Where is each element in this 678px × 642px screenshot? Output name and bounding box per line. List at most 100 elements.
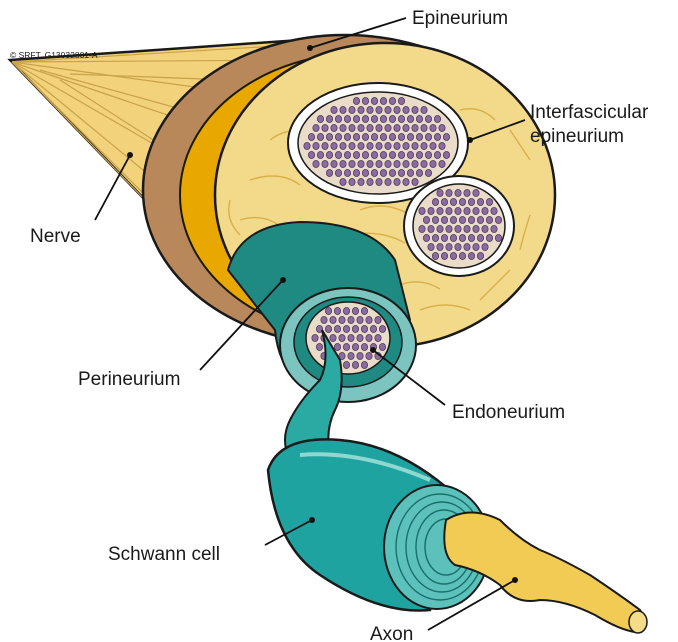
- nerve-fiber-dot: [334, 325, 340, 332]
- nerve-fiber-dot: [340, 160, 346, 167]
- nerve-fiber-dot: [367, 124, 373, 131]
- nerve-fiber-dot: [389, 115, 395, 122]
- nerve-fiber-dot: [473, 207, 479, 214]
- nerve-fiber-dot: [385, 106, 391, 113]
- nerve-fiber-dot: [389, 151, 395, 158]
- nerve-fiber-dot: [486, 234, 492, 241]
- nerve-fiber-dot: [326, 169, 332, 176]
- nerve-fiber-dot: [450, 252, 456, 259]
- nerve-fiber-dot: [325, 307, 331, 314]
- nerve-fiber-dot: [376, 160, 382, 167]
- nerve-fiber-dot: [477, 198, 483, 205]
- nerve-fiber-dot: [455, 243, 461, 250]
- nerve-fiber-dot: [371, 151, 377, 158]
- nerve-fiber-dot: [464, 243, 470, 250]
- nerve-fiber-dot: [353, 169, 359, 176]
- nerve-fiber-dot: [389, 169, 395, 176]
- nerve-fiber-dot: [398, 151, 404, 158]
- nerve-fiber-dot: [366, 316, 372, 323]
- nerve-fiber-dot: [473, 243, 479, 250]
- nerve-fiber-dot: [335, 151, 341, 158]
- nerve-fiber-dot: [376, 106, 382, 113]
- nerve-fiber-dot: [385, 178, 391, 185]
- nerve-fiber-dot: [357, 316, 363, 323]
- nerve-fiber-dot: [450, 234, 456, 241]
- nerve-fiber-dot: [339, 316, 345, 323]
- nerve-fiber-dot: [367, 106, 373, 113]
- nerve-fiber-dot: [335, 115, 341, 122]
- nerve-fiber-dot: [380, 133, 386, 140]
- nerve-fiber-dot: [468, 198, 474, 205]
- nerve-fiber-dot: [362, 133, 368, 140]
- nerve-fiber-dot: [331, 142, 337, 149]
- nerve-fiber-dot: [423, 216, 429, 223]
- nerve-fiber-dot: [441, 216, 447, 223]
- nerve-fiber-dot: [421, 142, 427, 149]
- nerve-fiber-dot: [322, 124, 328, 131]
- nerve-fiber-dot: [375, 316, 381, 323]
- nerve-fiber-dot: [477, 216, 483, 223]
- nerve-fiber-dot: [344, 151, 350, 158]
- nerve-fiber-dot: [313, 142, 319, 149]
- nerve-fiber-dot: [403, 124, 409, 131]
- label-interfascicular-line1: Interfascicular: [530, 102, 649, 123]
- nerve-fiber-dot: [361, 343, 367, 350]
- nerve-fiber-dot: [434, 115, 440, 122]
- nerve-fiber-dot: [375, 334, 381, 341]
- nerve-fiber-dot: [419, 225, 425, 232]
- nerve-fiber-dot: [385, 124, 391, 131]
- nerve-fiber-dot: [459, 234, 465, 241]
- nerve-fiber-dot: [352, 307, 358, 314]
- nerve-fiber-dot: [439, 142, 445, 149]
- nerve-fiber-dot: [430, 142, 436, 149]
- nerve-fiber-dot: [313, 160, 319, 167]
- nerve-fiber-dot: [428, 225, 434, 232]
- nerve-fiber-dot: [428, 207, 434, 214]
- nerve-fiber-dot: [322, 142, 328, 149]
- nerve-fiber-dot: [357, 334, 363, 341]
- nerve-fiber-dot: [398, 115, 404, 122]
- nerve-fiber-dot: [376, 142, 382, 149]
- nerve-fiber-dot: [403, 106, 409, 113]
- nerve-fiber-dot: [326, 115, 332, 122]
- nerve-fiber-dot: [412, 106, 418, 113]
- label-perineurium: Perineurium: [78, 369, 180, 390]
- nerve-fiber-dot: [403, 160, 409, 167]
- nerve-fiber-dot: [371, 97, 377, 104]
- nerve-fiber-dot: [370, 325, 376, 332]
- nerve-fiber-dot: [361, 325, 367, 332]
- nerve-fiber-dot: [421, 106, 427, 113]
- nerve-fiber-dot: [419, 207, 425, 214]
- nerve-fiber-dot: [339, 334, 345, 341]
- nerve-fiber-dot: [358, 124, 364, 131]
- nerve-fiber-dot: [482, 225, 488, 232]
- nerve-fiber-dot: [349, 178, 355, 185]
- nerve-fiber-dot: [380, 97, 386, 104]
- nerve-fiber-dot: [407, 115, 413, 122]
- nerve-fiber-dot: [473, 189, 479, 196]
- nerve-fiber-dot: [394, 106, 400, 113]
- label-epineurium: Epineurium: [412, 8, 508, 29]
- nerve-fiber-dot: [412, 142, 418, 149]
- nerve-fiber-dot: [394, 124, 400, 131]
- nerve-fiber-dot: [446, 243, 452, 250]
- nerve-fiber-dot: [367, 160, 373, 167]
- nerve-fiber-dot: [348, 352, 354, 359]
- nerve-fiber-dot: [385, 160, 391, 167]
- label-endoneurium: Endoneurium: [452, 402, 565, 423]
- nerve-fiber-dot: [357, 352, 363, 359]
- label-axon: Axon: [370, 624, 413, 642]
- nerve-fiber-dot: [348, 334, 354, 341]
- nerve-fiber-dot: [412, 124, 418, 131]
- nerve-fiber-dot: [330, 334, 336, 341]
- nerve-fiber-dot: [425, 169, 431, 176]
- nerve-fiber-dot: [348, 316, 354, 323]
- nerve-fiber-dot: [434, 133, 440, 140]
- nerve-fiber-dot: [352, 325, 358, 332]
- nerve-fiber-dot: [340, 142, 346, 149]
- nerve-fiber-dot: [430, 124, 436, 131]
- nerve-fiber-dot: [477, 234, 483, 241]
- nerve-fiber-dot: [379, 343, 385, 350]
- nerve-fiber-dot: [366, 334, 372, 341]
- nerve-fiber-dot: [437, 207, 443, 214]
